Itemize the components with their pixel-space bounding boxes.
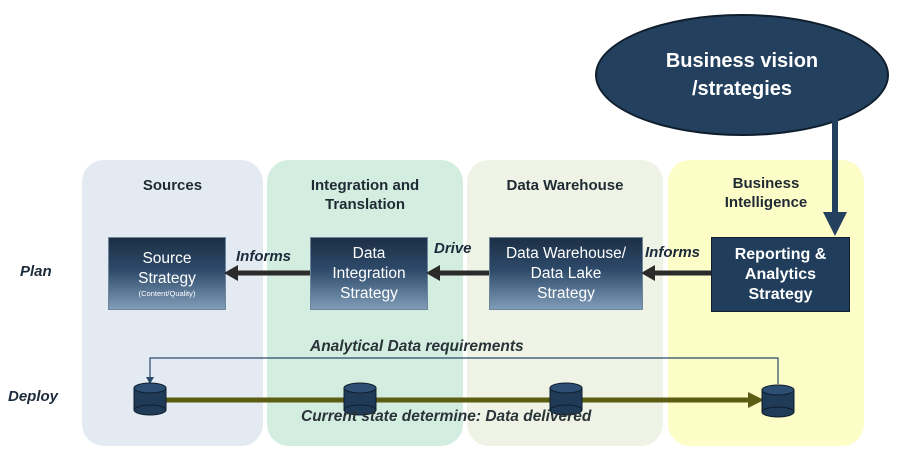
panel-title-warehouse-text: Data Warehouse: [506, 177, 624, 194]
data-delivered-arrow: [166, 392, 764, 408]
business-vision-line2: /strategies: [691, 78, 793, 100]
warehouse-strategy-line3: Strategy: [537, 284, 595, 302]
panel-title-bi-line2: Intelligence: [724, 194, 808, 211]
reporting-strategy-line1: Reporting &: [734, 245, 827, 263]
informs-label-right: Informs: [645, 244, 701, 261]
warehouse-strategy-box: Data Warehouse/ Data Lake Strategy: [489, 237, 643, 310]
reporting-strategy-line3: Strategy: [748, 285, 813, 303]
drive-label: Drive: [434, 240, 472, 257]
panel-title-integration: Integration and Translation: [267, 176, 463, 214]
reporting-strategy-line2: Analytics: [744, 265, 817, 283]
panel-title-bi: Business Intelligence: [668, 174, 864, 212]
integration-strategy-box: Data Integration Strategy: [310, 237, 428, 310]
informs-label-left: Informs: [236, 248, 292, 265]
panel-title-sources-text: Sources: [142, 177, 203, 194]
informs-arrow-right: [641, 265, 711, 281]
source-strategy-line2: Strategy: [138, 269, 196, 287]
database-icon: [761, 384, 795, 418]
panel-title-integration-line1: Integration and: [310, 177, 420, 194]
panel-title-warehouse: Data Warehouse: [467, 176, 663, 195]
business-vision-line1: Business vision: [665, 50, 819, 72]
panel-title-sources: Sources: [82, 176, 263, 195]
analytical-requirements-label: Analytical Data requirements: [310, 338, 524, 355]
plan-row-label: Plan: [20, 263, 52, 280]
database-icon: [549, 382, 583, 416]
integration-strategy-line3: Strategy: [340, 284, 398, 302]
vision-to-bi-arrow: [823, 118, 847, 236]
source-strategy-line1: Source: [142, 249, 192, 267]
drive-arrow: [426, 265, 489, 281]
database-icon: [133, 382, 167, 416]
requirements-line: [146, 357, 779, 384]
business-vision-ellipse: Business vision /strategies: [595, 14, 889, 136]
informs-arrow-left: [224, 265, 310, 281]
reporting-analytics-strategy-box: Reporting & Analytics Strategy: [711, 237, 850, 312]
data-delivered-label: Current state determine: Data delivered: [301, 408, 592, 425]
warehouse-strategy-line2: Data Lake: [530, 264, 602, 282]
deploy-row-label: Deploy: [8, 388, 59, 405]
panel-title-bi-line1: Business: [732, 175, 800, 192]
database-icon: [343, 382, 377, 416]
source-strategy-note: (Content/Quality): [138, 288, 196, 298]
warehouse-strategy-line1: Data Warehouse/: [505, 244, 627, 262]
integration-strategy-line1: Data: [352, 244, 386, 262]
panel-title-integration-line2: Translation: [324, 196, 406, 213]
source-strategy-box: Source Strategy (Content/Quality): [108, 237, 226, 310]
integration-strategy-line2: Integration: [332, 264, 406, 282]
